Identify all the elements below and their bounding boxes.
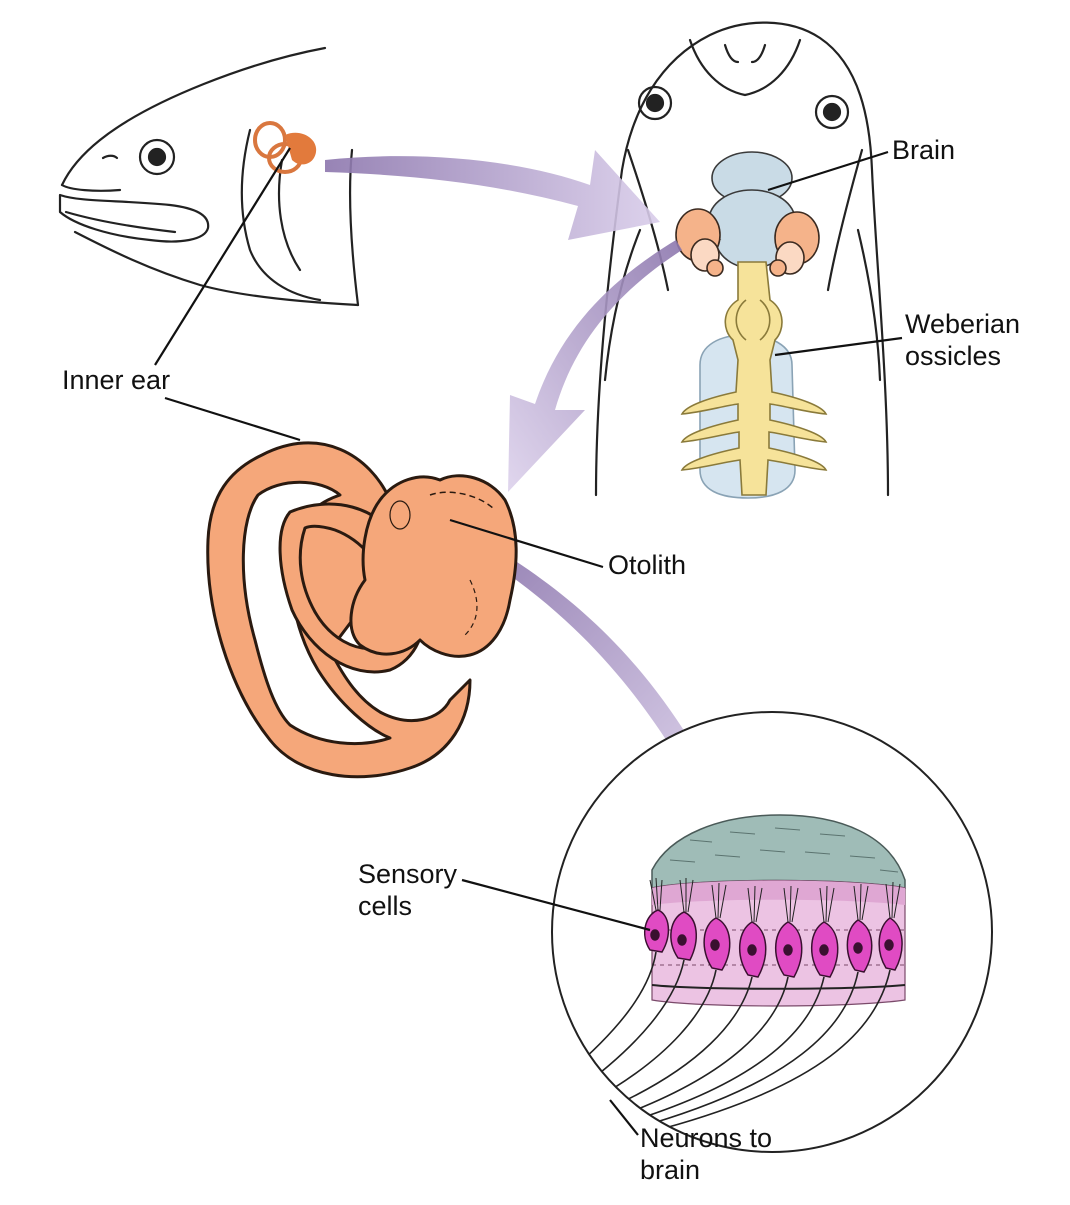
sensory-cell	[643, 909, 670, 953]
label-sensory-line2: cells	[358, 891, 413, 921]
label-otolith: Otolith	[608, 550, 687, 580]
sensory-cell	[670, 911, 697, 961]
left-inner-ear-top-view	[675, 208, 724, 277]
arrow-to-large-ear	[508, 240, 682, 492]
sensory-cell	[738, 921, 767, 978]
label-neurons-line1: Neurons to	[640, 1123, 773, 1153]
label-neurons-to-brain: Neurons to brain	[640, 1122, 772, 1186]
label-weberian-line2: ossicles	[905, 341, 1002, 371]
label-weberian-line1: Weberian	[905, 309, 1021, 339]
inner-ear-large	[206, 441, 518, 779]
label-sensory-line1: Sensory	[358, 859, 458, 889]
sensory-cell	[810, 921, 839, 978]
inner-ear-small-icon	[253, 121, 317, 174]
sensory-cell	[846, 919, 873, 973]
sensory-cell	[878, 917, 903, 971]
label-neurons-line2: brain	[640, 1155, 701, 1185]
label-weberian-ossicles: Weberian ossicles	[905, 308, 1020, 372]
weberian-ossicles-shape	[680, 261, 828, 496]
otolith-sac	[349, 474, 518, 658]
sensory-cell	[774, 921, 803, 978]
sensory-cell-magnified-view	[551, 711, 993, 1153]
leader-lines	[154, 147, 903, 1136]
hair-bundles	[649, 877, 901, 923]
label-inner-ear: Inner ear	[62, 365, 171, 395]
fish-top-view-organs	[675, 151, 828, 499]
fish-top-view-outline	[594, 21, 890, 497]
sensory-cells	[643, 909, 903, 978]
right-inner-ear-top-view	[769, 211, 820, 277]
flow-arrows	[325, 150, 735, 812]
sensory-cell	[703, 917, 731, 971]
fish-head-side-view	[58, 46, 360, 307]
label-brain: Brain	[892, 135, 956, 165]
label-sensory-cells: Sensory cells	[358, 858, 457, 922]
arrow-to-top-view	[325, 150, 660, 240]
